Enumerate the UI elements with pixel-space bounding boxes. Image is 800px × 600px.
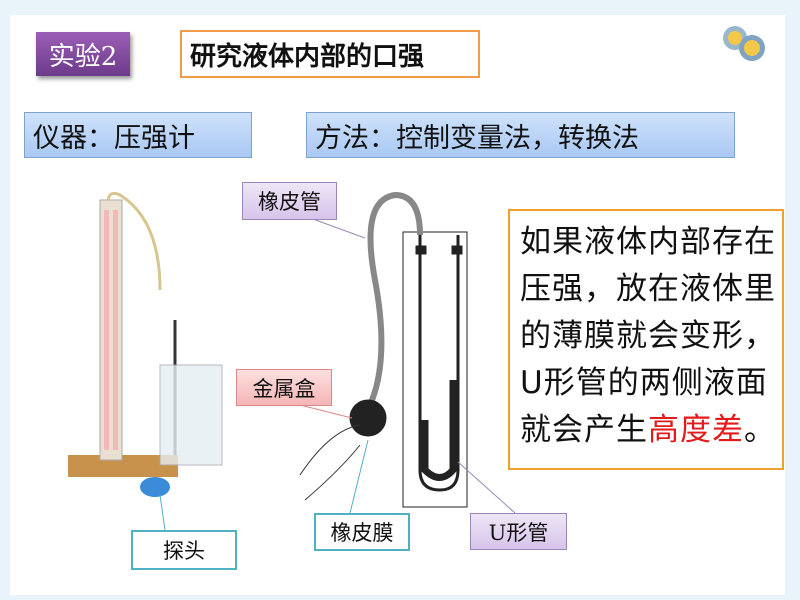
- label-metal-box: 金属盒: [236, 369, 332, 406]
- description-line: U形管的两侧液面: [520, 365, 768, 401]
- pressure-gauge-photo: [68, 191, 223, 497]
- description-line: 如果液体内部存在: [520, 224, 776, 260]
- u-tube-diagram: [299, 191, 468, 508]
- experiment-label: 实验2: [36, 32, 130, 76]
- binoculars-icon: [723, 26, 765, 61]
- description-text: 。: [744, 412, 776, 448]
- description-line: 就会产生高度差。: [520, 407, 782, 454]
- description-box: 如果液体内部存在 压强，放在液体里 的薄膜就会变形， U形管的两侧液面 就会产生…: [508, 209, 784, 470]
- description-text: 就会产生: [520, 412, 648, 448]
- label-rubber-tube: 橡皮管: [242, 182, 337, 220]
- description-line: 的薄膜就会变形，: [520, 318, 776, 354]
- instrument-box: 仪器：压强计: [24, 112, 252, 158]
- highlight-text: 高度差: [648, 412, 744, 448]
- method-box: 方法：控制变量法，转换法: [306, 112, 735, 158]
- slide-background: [10, 15, 785, 595]
- label-probe: 探头: [131, 530, 237, 570]
- label-u-tube: U形管: [470, 513, 567, 550]
- description-line: 压强，放在液体里: [520, 271, 776, 307]
- label-rubber-membrane: 橡皮膜: [314, 513, 410, 551]
- page-title: 研究液体内部的口强: [180, 30, 480, 78]
